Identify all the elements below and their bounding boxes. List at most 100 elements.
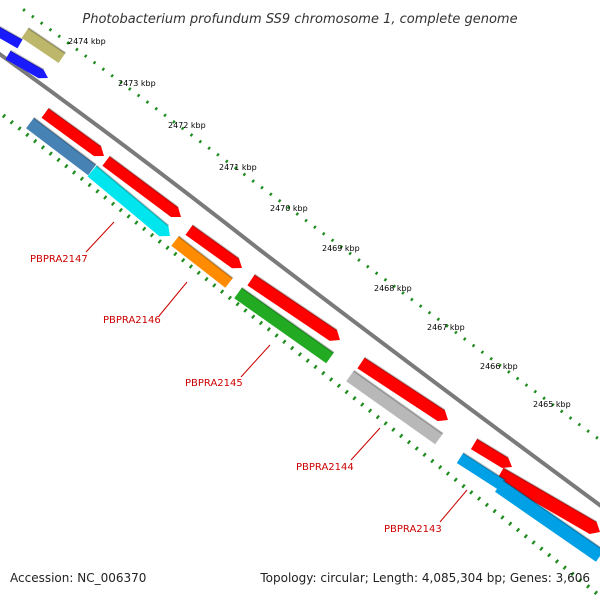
outer-tick	[216, 152, 220, 157]
outer-tick	[92, 60, 97, 65]
outer-tick	[101, 67, 106, 72]
inner-tick	[515, 527, 521, 533]
inner-tick	[367, 408, 373, 414]
inner-tick	[523, 534, 528, 539]
gene-arrow-red[interactable]	[247, 273, 340, 341]
gene-callout-line	[350, 427, 381, 461]
outer-tick	[480, 350, 485, 355]
gene-arrow-pbpra2144[interactable]	[346, 369, 444, 445]
inner-tick	[204, 276, 209, 282]
outer-tick	[75, 47, 79, 52]
kbp-labels: 2474 kbp 2473 kbp 2472 kbp 2471 kbp 2470…	[68, 37, 571, 409]
kbp-label: 2465 kbp	[533, 400, 571, 409]
inner-tick	[476, 496, 482, 501]
outer-tick	[31, 14, 35, 19]
inner-tick	[25, 132, 30, 138]
feature-track	[0, 25, 600, 562]
inner-tick	[570, 571, 575, 577]
outer-tick	[22, 8, 26, 12]
outer-tick	[559, 409, 564, 414]
kbp-label: 2469 kbp	[322, 244, 360, 253]
outer-tick	[304, 218, 308, 223]
kbp-label: 2470 kbp	[270, 204, 308, 213]
outer-tick	[313, 225, 317, 230]
gene-callout-line	[240, 344, 271, 378]
inner-tick	[391, 427, 396, 432]
outer-tick	[136, 93, 141, 98]
gene-arrow-red[interactable]	[357, 356, 448, 422]
inner-tick	[500, 515, 505, 520]
inner-tick	[593, 590, 599, 595]
inner-tick	[531, 540, 536, 545]
inner-tick	[173, 251, 178, 257]
kbp-label: 2466 kbp	[480, 362, 518, 371]
gene-label: PBPRA2147	[30, 254, 88, 265]
outer-tick	[330, 238, 335, 243]
kbp-label: 2471 kbp	[219, 163, 257, 172]
outer-tick	[365, 264, 370, 269]
inner-tick	[1, 113, 7, 119]
outer-tick	[533, 389, 538, 394]
outer-tick	[445, 323, 449, 328]
outer-tick	[524, 383, 529, 387]
inner-tick	[461, 483, 466, 489]
inner-tick	[48, 151, 53, 156]
topology-label: Topology: circular; Length: 4,085,304 bp…	[260, 571, 590, 585]
accession-label: Accession: NC_006370	[10, 571, 147, 585]
inner-tick	[562, 565, 567, 570]
feature-arrow-olive[interactable]	[21, 27, 66, 63]
outer-tick	[489, 356, 493, 361]
inner-tick	[352, 396, 357, 401]
inner-tick	[64, 163, 69, 169]
kbp-label: 2472 kbp	[168, 121, 206, 130]
outer-tick	[374, 271, 379, 276]
inner-tick-ring	[1, 113, 599, 595]
outer-tick	[233, 166, 238, 170]
outer-tick	[57, 34, 62, 39]
inner-tick	[547, 552, 552, 558]
inner-tick	[305, 358, 310, 363]
inner-tick	[219, 289, 225, 294]
inner-tick	[336, 383, 342, 388]
inner-tick	[79, 176, 84, 181]
gene-arrow-red[interactable]	[470, 438, 512, 468]
gene-arrow-pbpra2143-cont[interactable]	[495, 479, 600, 562]
gene-arrow-pbpra2146[interactable]	[171, 235, 234, 288]
kbp-label: 2473 kbp	[118, 79, 156, 88]
inner-tick	[406, 439, 412, 445]
gene-arrow-red[interactable]	[185, 224, 243, 269]
inner-tick	[33, 138, 38, 144]
inner-tick	[118, 207, 123, 213]
inner-tick	[17, 126, 22, 131]
inner-tick	[157, 239, 162, 244]
feature-arrow-blue[interactable]	[0, 25, 23, 49]
outer-tick	[462, 337, 467, 341]
feature-arrow-blue[interactable]	[5, 49, 49, 79]
gene-arrow-pbpra2145[interactable]	[234, 286, 335, 364]
gene-arrow-red[interactable]	[496, 467, 600, 534]
outer-tick	[410, 297, 414, 302]
inner-tick	[9, 120, 14, 125]
outer-tick	[260, 185, 264, 190]
outer-tick	[586, 429, 590, 434]
outer-tick	[39, 21, 44, 26]
inner-tick	[586, 584, 591, 589]
gene-callout-line	[85, 221, 115, 253]
gene-arrow-pbpra2147[interactable]	[87, 164, 171, 237]
gene-arrow-red[interactable]	[41, 107, 105, 157]
outer-tick	[198, 139, 203, 144]
gene-arrow-red[interactable]	[102, 155, 181, 217]
gene-arrow-pbpra2143[interactable]	[456, 452, 506, 490]
gene-arrow-steel[interactable]	[26, 117, 97, 176]
outer-tick	[551, 402, 555, 407]
inner-tick	[484, 502, 489, 508]
gene-label: PBPRA2144	[296, 462, 354, 473]
outer-tick	[577, 422, 582, 427]
outer-tick	[277, 198, 282, 203]
inner-tick	[165, 245, 170, 250]
inner-tick	[539, 546, 544, 552]
inner-tick	[282, 339, 287, 345]
outer-tick	[515, 376, 520, 381]
outer-tick	[251, 179, 255, 183]
inner-tick	[414, 446, 419, 451]
